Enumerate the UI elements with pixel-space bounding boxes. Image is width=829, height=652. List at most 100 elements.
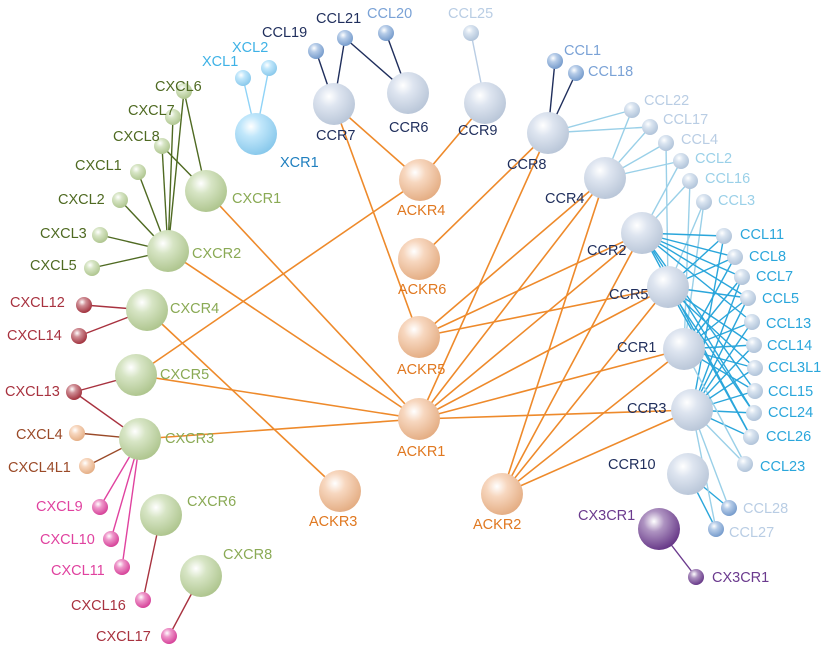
node-ccr6 xyxy=(387,72,429,114)
node-ccr7 xyxy=(313,83,355,125)
label-cxcl5: CXCL5 xyxy=(30,258,77,274)
node-ccl14 xyxy=(746,337,762,353)
edge-ccr7-ackr5 xyxy=(333,103,420,338)
edge-ccr1-ackr1 xyxy=(418,348,685,420)
node-ccl21 xyxy=(337,30,353,46)
label-ccl19: CCL19 xyxy=(262,25,307,41)
label-cxcl17: CXCL17 xyxy=(96,629,151,645)
label-cxcl4: CXCL4 xyxy=(16,427,63,443)
node-cxcl1 xyxy=(130,164,146,180)
node-cxcr6 xyxy=(140,494,182,536)
edge-ccr4-ackr5 xyxy=(418,177,606,338)
node-ackr2 xyxy=(481,473,523,515)
edge-cxcr3-ackr1 xyxy=(139,418,420,440)
node-xcl2 xyxy=(261,60,277,76)
node-cxcl11 xyxy=(114,559,130,575)
node-ccl25 xyxy=(463,25,479,41)
node-cxcl17 xyxy=(161,628,177,644)
label-cxcr3: CXCR3 xyxy=(165,431,214,447)
label-ccr10: CCR10 xyxy=(608,457,656,473)
label-cxcl7: CXCL7 xyxy=(128,103,175,119)
label-ccl3l1: CCL3L1 xyxy=(768,360,821,376)
node-ccr4 xyxy=(584,157,626,199)
node-cx3cl1 xyxy=(688,569,704,585)
node-cxcl4 xyxy=(69,425,85,441)
node-xcl1 xyxy=(235,70,251,86)
node-ccl5 xyxy=(740,290,756,306)
label-ccr1: CCR1 xyxy=(617,340,656,356)
label-cxcl12: CXCL12 xyxy=(10,295,65,311)
edge-ccr2-ackr2 xyxy=(501,232,643,495)
label-ccr5: CCR5 xyxy=(609,287,648,303)
label-ccl3: CCL3 xyxy=(718,193,755,209)
label-cxcr2: CXCR2 xyxy=(192,246,241,262)
node-cxcl12 xyxy=(76,297,92,313)
node-ccr10 xyxy=(667,453,709,495)
node-cxcr8 xyxy=(180,555,222,597)
node-cxcr4 xyxy=(126,289,168,331)
label-ccl1: CCL1 xyxy=(564,43,601,59)
label-cxcl6: CXCL6 xyxy=(155,79,202,95)
edge-ccr8-ackr1 xyxy=(418,132,549,420)
node-ackr5 xyxy=(398,316,440,358)
node-cxcl8 xyxy=(154,138,170,154)
node-ackr3 xyxy=(319,470,361,512)
label-cxcl3: CXCL3 xyxy=(40,226,87,242)
label-ccr2: CCR2 xyxy=(587,243,626,259)
label-xcl2: XCL2 xyxy=(232,40,268,56)
node-ccl16 xyxy=(682,173,698,189)
node-ccl7 xyxy=(734,269,750,285)
node-cxcl4l1 xyxy=(79,458,95,474)
label-ccl5: CCL5 xyxy=(762,291,799,307)
node-ackr6 xyxy=(398,238,440,280)
label-ackr6: ACKR6 xyxy=(398,282,446,298)
node-ccl24 xyxy=(746,405,762,421)
node-cxcl13 xyxy=(66,384,82,400)
label-ccl25: CCL25 xyxy=(448,6,493,22)
edge-ccl13-ccr2 xyxy=(641,232,753,323)
edge-ccr2-ackr1 xyxy=(418,232,643,420)
node-ccl19 xyxy=(308,43,324,59)
edge-ccl24-ccr5 xyxy=(667,286,755,414)
label-ccl4: CCL4 xyxy=(681,132,718,148)
node-cxcl5 xyxy=(84,260,100,276)
label-cxcl11: CXCL11 xyxy=(51,563,105,579)
node-ccl26 xyxy=(743,429,759,445)
label-ackr5: ACKR5 xyxy=(397,362,445,378)
label-ccl17: CCL17 xyxy=(663,112,708,128)
node-ccl28 xyxy=(721,500,737,516)
label-ccl28: CCL28 xyxy=(743,501,788,517)
label-ccl11: CCL11 xyxy=(740,227,784,243)
label-ccr4: CCR4 xyxy=(545,191,584,207)
label-ackr1: ACKR1 xyxy=(397,444,445,460)
edge-ccr4-ackr2 xyxy=(501,177,606,495)
label-cxcr4: CXCR4 xyxy=(170,301,219,317)
edge-ccl26-ccr5 xyxy=(667,286,752,438)
node-cxcl16 xyxy=(135,592,151,608)
label-cx3cl1: CX3CR1 xyxy=(712,570,769,586)
label-cxcl8: CXCL8 xyxy=(113,129,160,145)
edge-ccl4-ccr5 xyxy=(665,142,669,288)
label-ccl7: CCL7 xyxy=(756,269,793,285)
node-cxcl9 xyxy=(92,499,108,515)
node-cxcr1 xyxy=(185,170,227,212)
edge-ccl16-ccr1 xyxy=(683,180,691,350)
node-ackr1 xyxy=(398,398,440,440)
label-ccl16: CCL16 xyxy=(705,171,750,187)
node-ackr4 xyxy=(399,159,441,201)
node-xcr1 xyxy=(235,113,277,155)
edge-cxcr5-ackr4 xyxy=(135,179,421,376)
node-ccr5 xyxy=(647,266,689,308)
label-ccl26: CCL26 xyxy=(766,429,811,445)
label-ccr8: CCR8 xyxy=(507,157,546,173)
node-ccl18 xyxy=(568,65,584,81)
edge-ccr1-ackr2 xyxy=(501,348,685,495)
edge-ccr3-ackr2 xyxy=(501,409,693,495)
edge-cxcr1-ackr1 xyxy=(205,190,420,420)
label-cxcl1: CXCL1 xyxy=(75,158,122,174)
node-cx3cr1 xyxy=(638,508,680,550)
label-ccr9: CCR9 xyxy=(458,123,497,139)
node-ccr3 xyxy=(671,389,713,431)
